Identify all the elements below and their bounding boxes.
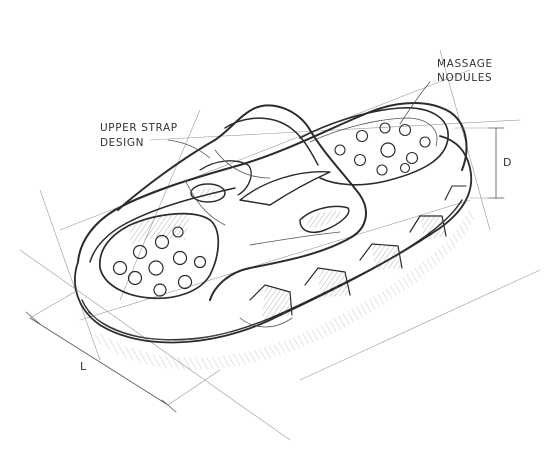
length-dimension bbox=[25, 289, 221, 413]
ground-shadow bbox=[95, 205, 475, 370]
upper-strap-label-line1: UPPER STRAP bbox=[100, 122, 178, 134]
massage-label-line1: MASSAGE bbox=[437, 58, 493, 70]
massage-label-line2: NODULES bbox=[437, 72, 492, 84]
toe-nodules bbox=[112, 226, 207, 297]
upper-strap-label-line2: DESIGN bbox=[100, 137, 144, 149]
strap-vent-side bbox=[299, 205, 350, 233]
upper-strap-leader bbox=[167, 139, 211, 159]
depth-label: D bbox=[503, 156, 511, 169]
length-label: L bbox=[80, 360, 87, 373]
upper-strap bbox=[117, 104, 367, 301]
toe-footbed bbox=[99, 212, 220, 300]
strap-vent-center bbox=[190, 183, 226, 203]
heel-nodules bbox=[334, 122, 431, 176]
massage-leader bbox=[399, 81, 431, 125]
depth-dimension bbox=[454, 127, 505, 199]
outsole bbox=[74, 135, 473, 344]
